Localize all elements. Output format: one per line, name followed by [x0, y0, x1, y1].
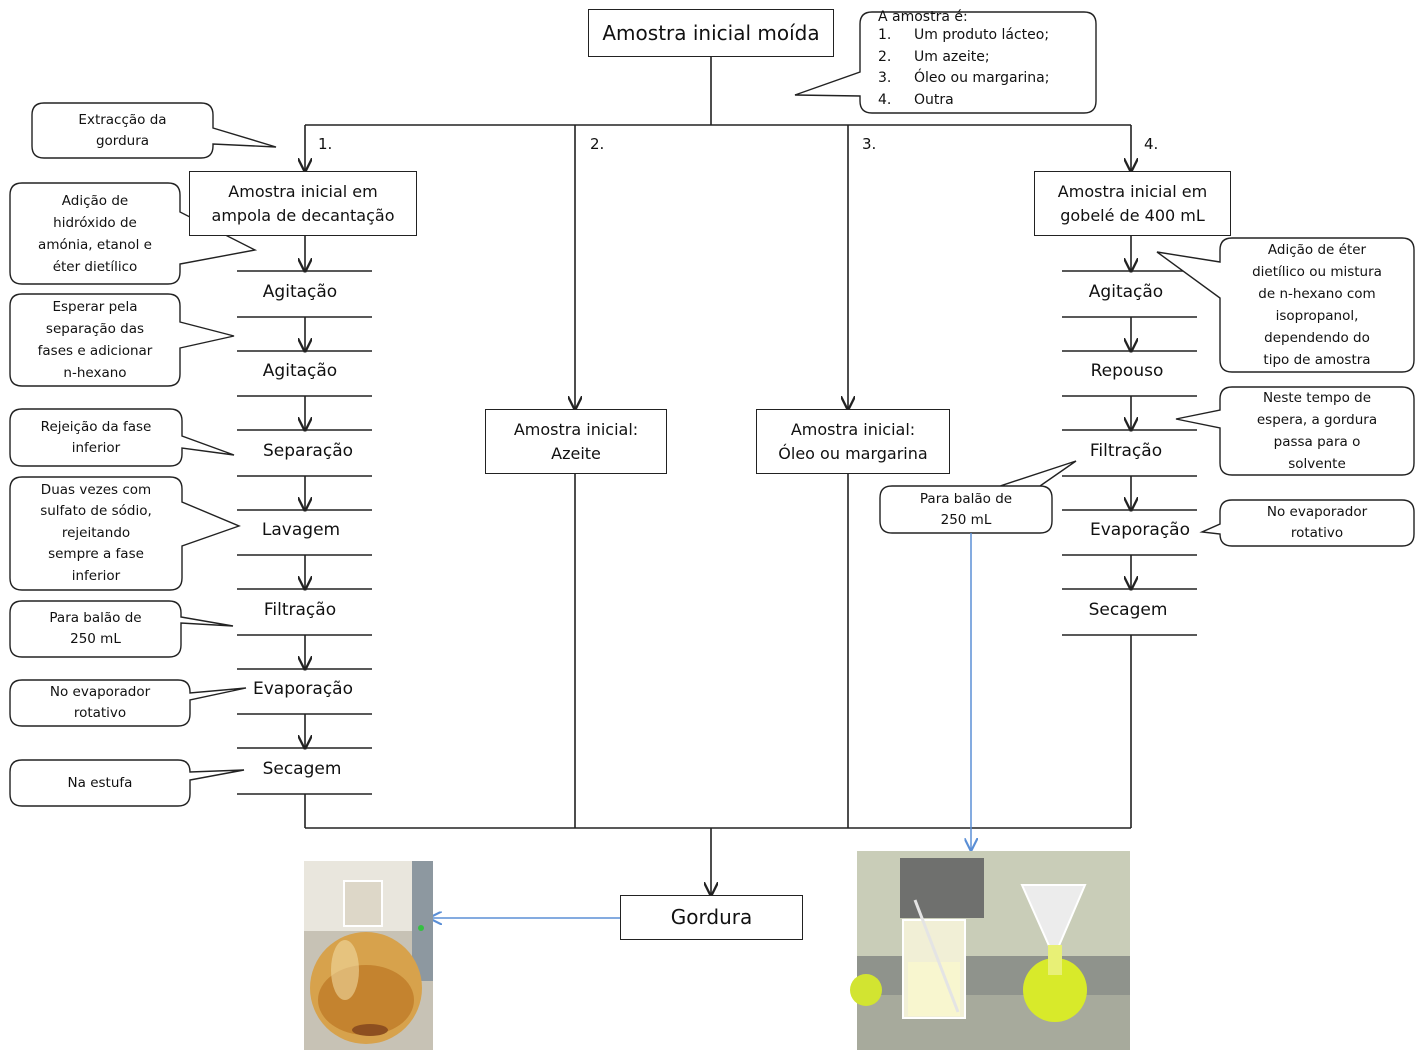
right-step-repouso: Repouso: [1090, 361, 1164, 381]
start-box-label: Amostra inicial moída: [602, 20, 820, 45]
photo-round-flask: [304, 861, 433, 1050]
callout-sample-types: [794, 11, 1097, 114]
azeite-box: Amostra inicial:Azeite: [485, 409, 667, 474]
photo-beaker-filtration: [850, 851, 1130, 1050]
left-step-agitacao-2: Agitação: [262, 361, 338, 381]
oleo-box: Amostra inicial:Óleo ou margarina: [756, 409, 950, 474]
result-label: Gordura: [670, 905, 753, 929]
left-step-evaporacao: Evaporação: [253, 679, 353, 699]
left-step-separacao: Separação: [262, 441, 354, 461]
branch-label-2: 2.: [590, 135, 605, 153]
left-step-lavagem: Lavagem: [261, 520, 341, 540]
branch-label-1: 1.: [318, 135, 333, 153]
left-step-secagem: Secagem: [262, 759, 342, 779]
left-step-filtracao: Filtração: [263, 600, 337, 620]
result-box: Gordura: [620, 895, 803, 940]
branch-label-4: 4.: [1144, 135, 1159, 153]
right-step-evaporacao: Evaporação: [1090, 520, 1190, 540]
start-box: Amostra inicial moída: [588, 9, 834, 57]
left-step-agitacao-1: Agitação: [262, 282, 338, 302]
note-estufa: Na estufa: [67, 774, 133, 791]
branch-label-3: 3.: [862, 135, 877, 153]
right-step-agitacao: Agitação: [1088, 282, 1164, 302]
sample-types-text: A amostra é: 1.Um produto lácteo; 2.Um a…: [878, 9, 1050, 108]
right-step-filtracao: Filtração: [1089, 441, 1163, 461]
right-step-secagem: Secagem: [1088, 600, 1168, 620]
left-start-box: Amostra inicial em ampola de decantação: [189, 171, 417, 236]
